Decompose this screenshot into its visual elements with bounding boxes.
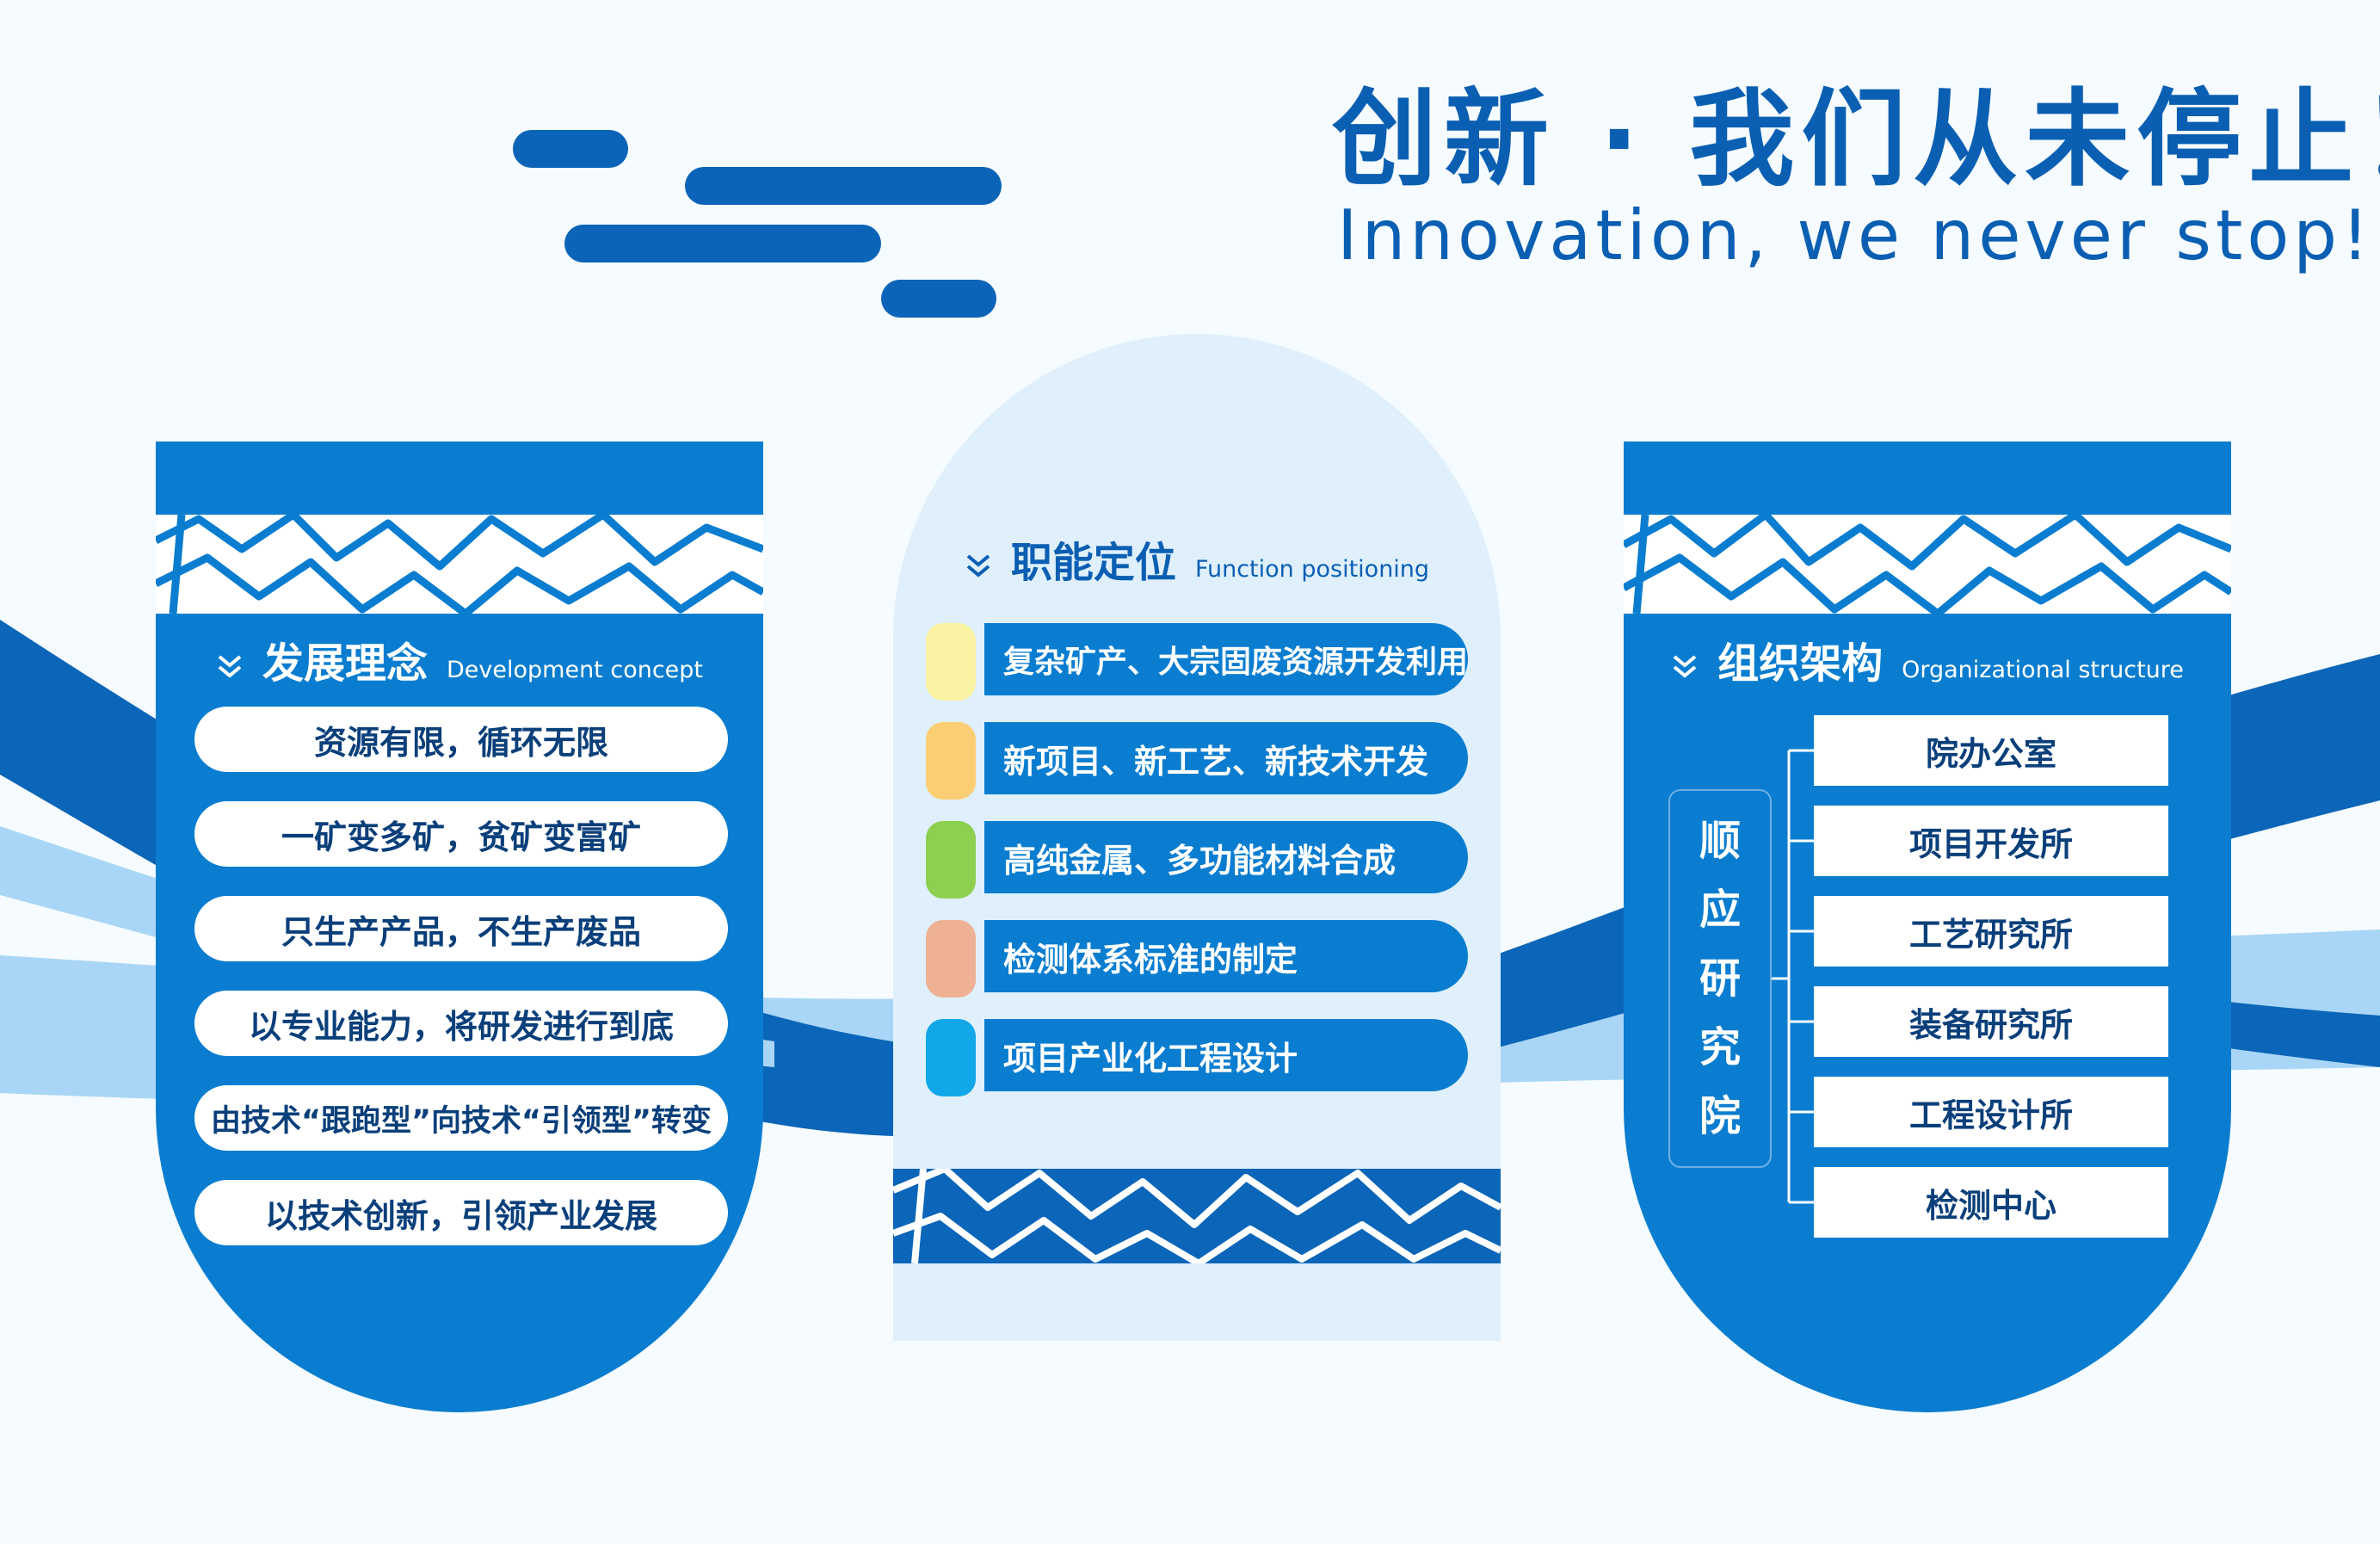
cloud-decoration <box>513 130 628 168</box>
function-item: 高纯金属、多功能材料合成 <box>926 821 1468 899</box>
development-item: 由技术“跟跑型”向技术“引领型”转变 <box>194 1085 728 1151</box>
development-header: 发展理念 Development concept <box>156 629 763 707</box>
function-item: 复杂矿产、大宗固废资源开发利用 <box>926 623 1468 701</box>
cloud-decoration <box>685 167 1002 205</box>
function-color-tag <box>926 722 976 800</box>
org-root-char: 究 <box>1699 1023 1741 1072</box>
function-color-tag <box>926 821 976 899</box>
headline-chinese: 创新 · 我们从未停止！ <box>1332 78 2380 201</box>
development-item: 只生产产品，不生产废品 <box>194 896 728 961</box>
org-branch: 检测中心 <box>1814 1167 2168 1238</box>
function-positioning-panel: 职能定位 Function positioning 复杂矿产、大宗固废资源开发利… <box>893 334 1501 1341</box>
org-branch: 工程设计所 <box>1814 1077 2168 1147</box>
function-label: 新项目、新工艺、新技术开发 <box>984 722 1468 794</box>
function-label: 复杂矿产、大宗固废资源开发利用 <box>984 623 1468 695</box>
function-item: 新项目、新工艺、新技术开发 <box>926 722 1468 800</box>
function-subtitle: Function positioning <box>1194 556 1430 583</box>
org-branch: 工艺研究所 <box>1814 896 2168 967</box>
org-connector-lines <box>1772 749 1814 1204</box>
function-color-tag <box>926 920 976 997</box>
cloud-decoration <box>881 280 996 318</box>
headline-english: Innovation, we never stop! <box>1337 195 2374 275</box>
function-color-tag <box>926 623 976 701</box>
cloud-decoration <box>564 225 881 262</box>
mosaic-pattern <box>156 515 763 614</box>
mosaic-pattern <box>1624 515 2231 614</box>
function-label: 检测体系标准的制定 <box>984 920 1468 992</box>
development-item: 以技术创新，引领产业发展 <box>194 1180 728 1245</box>
function-color-tag <box>926 1019 976 1096</box>
org-root-char: 院 <box>1699 1092 1741 1140</box>
function-label: 项目产业化工程设计 <box>984 1019 1468 1091</box>
development-item: 资源有限，循环无限 <box>194 707 728 772</box>
development-concept-panel: 发展理念 Development concept 资源有限，循环无限 一矿变多矿… <box>156 442 763 1412</box>
org-branch: 装备研究所 <box>1814 986 2168 1057</box>
organization-title: 组织架构 <box>1717 639 1884 688</box>
organizational-structure-panel: 组织架构 Organizational structure 顺 应 研 究 院 … <box>1624 442 2231 1412</box>
development-list: 资源有限，循环无限 一矿变多矿，贫矿变富矿 只生产产品，不生产废品 以专业能力，… <box>194 707 728 1275</box>
development-item: 以专业能力，将研发进行到底 <box>194 991 728 1056</box>
org-root-char: 研 <box>1699 954 1741 1003</box>
double-chevron-down-icon <box>966 554 990 577</box>
mosaic-pattern <box>893 1169 1501 1263</box>
org-root-box: 顺 应 研 究 院 <box>1668 789 1772 1168</box>
function-item: 项目产业化工程设计 <box>926 1019 1468 1096</box>
double-chevron-down-icon <box>218 655 242 678</box>
function-label: 高纯金属、多功能材料合成 <box>984 821 1468 893</box>
organization-subtitle: Organizational structure <box>1902 657 2184 683</box>
org-root-char: 顺 <box>1699 817 1741 865</box>
double-chevron-down-icon <box>1673 655 1697 678</box>
org-branch: 院办公室 <box>1814 715 2168 786</box>
development-title: 发展理念 <box>262 639 428 688</box>
development-subtitle: Development concept <box>447 657 704 683</box>
function-title: 职能定位 <box>1010 539 1176 587</box>
function-item: 检测体系标准的制定 <box>926 920 1468 997</box>
function-header: 职能定位 Function positioning <box>893 528 1501 597</box>
org-branch: 项目开发所 <box>1814 806 2168 876</box>
organization-header: 组织架构 Organizational structure <box>1624 629 2231 707</box>
function-list: 复杂矿产、大宗固废资源开发利用 新项目、新工艺、新技术开发 高纯金属、多功能材料… <box>926 623 1468 1118</box>
org-root-char: 应 <box>1699 886 1741 934</box>
development-item: 一矿变多矿，贫矿变富矿 <box>194 801 728 867</box>
org-branch-list: 院办公室 项目开发所 工艺研究所 装备研究所 工程设计所 检测中心 <box>1814 715 2168 1257</box>
